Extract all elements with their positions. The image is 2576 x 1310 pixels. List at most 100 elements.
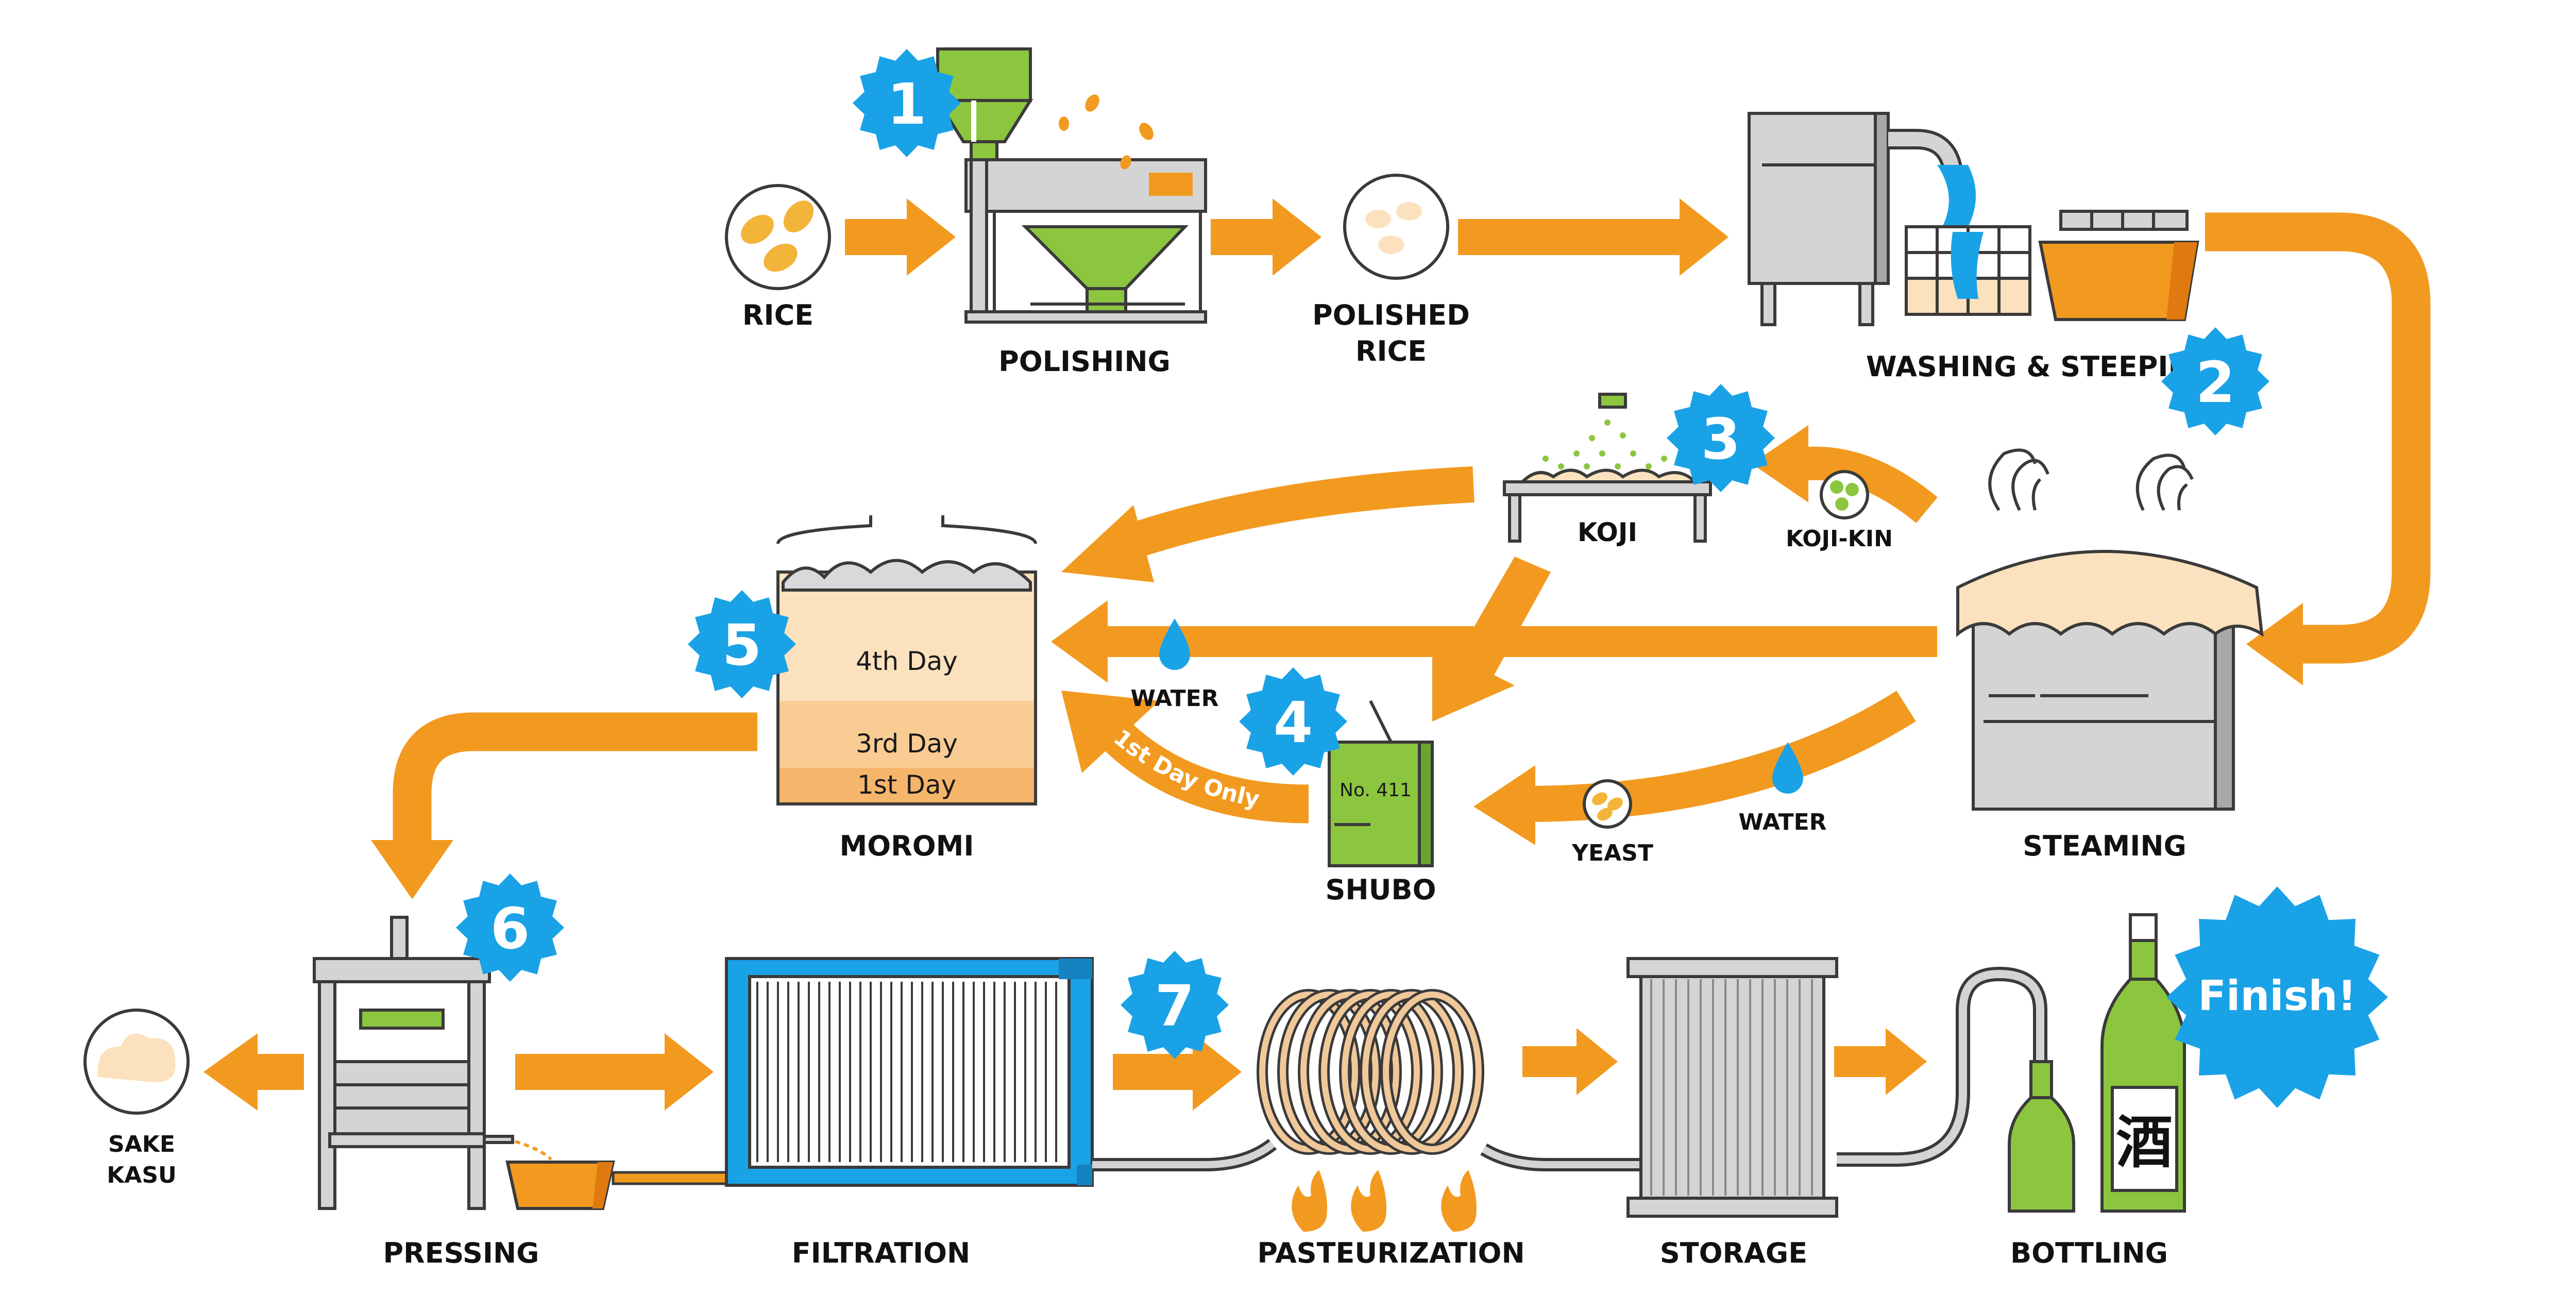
finish-label: Finish! bbox=[2198, 972, 2357, 1020]
step-badge-number: 4 bbox=[1274, 690, 1313, 755]
water-drop-icon bbox=[1772, 742, 1803, 794]
arrow-koji-to-moromi bbox=[1112, 466, 1475, 563]
badge-star-icon bbox=[2161, 327, 2269, 435]
step-label-filtration: FILTRATION bbox=[792, 1237, 971, 1269]
coil-loop bbox=[1259, 992, 1358, 1152]
arrow-shubo-to-moromi bbox=[1099, 718, 1309, 824]
step-badge-number: 7 bbox=[1155, 973, 1195, 1039]
water-drop-icon bbox=[1159, 618, 1190, 670]
polished-rice-label-2: RICE bbox=[1355, 335, 1427, 367]
rice-grains-icon bbox=[725, 184, 831, 290]
polished-rice-icon bbox=[1343, 174, 1449, 280]
sake-kasu-label-1: SAKE bbox=[108, 1131, 175, 1157]
arrow-steaming-to-shubo-head bbox=[1473, 765, 1535, 845]
coil-loop bbox=[1321, 992, 1420, 1152]
arrow-polishing-to-polished bbox=[1211, 198, 1321, 276]
step-badge-number: 3 bbox=[1701, 406, 1741, 472]
arrow-moromi-to-pressing bbox=[393, 712, 757, 845]
polishing-machine-icon bbox=[935, 47, 1207, 324]
step-badge-4: 4 bbox=[1239, 667, 1347, 776]
polished-rice-label-1: POLISHED bbox=[1312, 299, 1470, 331]
pasteurizer-coil-icon bbox=[1257, 989, 1484, 1155]
coil-loop bbox=[1383, 992, 1482, 1152]
moromi-day-4: 4th Day bbox=[856, 646, 958, 676]
arrow-pressing-to-kasu bbox=[204, 1033, 304, 1111]
moromi-day-1: 1st Day bbox=[857, 770, 956, 800]
step-badge-7: 7 bbox=[1121, 951, 1229, 1059]
moromi-tank-icon bbox=[776, 515, 1037, 805]
badge-star-icon bbox=[1667, 384, 1775, 492]
arrow-koji-to-shubo bbox=[1432, 557, 1551, 721]
moromi-day-3: 3rd Day bbox=[856, 729, 958, 759]
koji-tray-icon bbox=[1503, 393, 1712, 543]
step-badge-3: 3 bbox=[1667, 384, 1775, 492]
yeast-label: YEAST bbox=[1571, 840, 1653, 866]
step-label-washing: WASHING & STEEPING bbox=[1866, 350, 2214, 383]
arrow-shubo-to-moromi-head bbox=[1061, 691, 1159, 773]
arrow-koji-to-moromi-head bbox=[1061, 505, 1154, 582]
arrow-steaming-to-koji-head bbox=[1752, 425, 1808, 502]
badge-star-icon bbox=[1239, 667, 1347, 776]
bottling-label: BOTTLING bbox=[2010, 1237, 2168, 1269]
arrow-pasteurization-to-storage bbox=[1522, 1028, 1618, 1095]
badge-star-icon bbox=[853, 49, 961, 157]
flame-icon bbox=[1292, 1170, 1477, 1232]
koji-kin-spores-icon bbox=[1820, 470, 1869, 519]
sake-kasu-label-2: KASU bbox=[107, 1162, 177, 1188]
arrow-filtration-to-pasteurization bbox=[1113, 1033, 1242, 1111]
coil-loop bbox=[1300, 992, 1399, 1152]
water-label-shubo: WATER bbox=[1738, 809, 1826, 835]
step-badge-2: 2 bbox=[2161, 327, 2269, 435]
yeast-icon bbox=[1583, 779, 1632, 829]
flying-rice-grains bbox=[1059, 94, 1154, 170]
step-badge-6: 6 bbox=[456, 874, 564, 982]
badge-star-icon bbox=[688, 590, 796, 698]
arrow-steaming-to-koji bbox=[1802, 446, 1938, 524]
arrow-washing-to-steaming bbox=[2205, 212, 2431, 664]
step-badge-number: 2 bbox=[2196, 349, 2235, 415]
rice-label: RICE bbox=[742, 299, 814, 331]
bottle-kanji-label: 酒 bbox=[2116, 1109, 2173, 1175]
filter-press-icon bbox=[725, 957, 1094, 1187]
coil-loop bbox=[1362, 992, 1461, 1152]
water-label-moromi: WATER bbox=[1130, 685, 1218, 712]
arrow-moromi-to-pressing-head bbox=[371, 840, 453, 899]
coil-loop bbox=[1280, 992, 1379, 1152]
filter-slats bbox=[756, 982, 1057, 1162]
storage-tank-icon bbox=[1626, 957, 1838, 1218]
step-label-shubo: SHUBO bbox=[1326, 874, 1436, 906]
pasteurization-label: PASTEURIZATION bbox=[1257, 1237, 1524, 1269]
shubo-can-icon bbox=[1328, 700, 1434, 867]
step-label-pressing: PRESSING bbox=[383, 1237, 539, 1269]
arrow-steaming-to-shubo bbox=[1524, 691, 1916, 822]
sake-bottle-icon bbox=[2008, 913, 2186, 1213]
washing-tank-icon bbox=[1748, 112, 2199, 326]
step-badge-number: 6 bbox=[490, 896, 530, 962]
pipe-to-filtration bbox=[612, 1171, 728, 1185]
step-badge-number: 5 bbox=[722, 612, 762, 678]
koji-kin-label: KOJI-KIN bbox=[1786, 526, 1893, 552]
step-label-koji: KOJI bbox=[1578, 517, 1637, 547]
step-badge-5: 5 bbox=[688, 590, 796, 698]
steaming-vat-icon bbox=[1956, 448, 2264, 811]
arrow-pressing-to-filtration bbox=[515, 1033, 714, 1111]
arrow-rice-to-polishing bbox=[845, 198, 956, 276]
arrow-washing-to-steaming-head bbox=[2246, 603, 2303, 685]
step-label-polishing: POLISHING bbox=[998, 345, 1171, 378]
storage-label: STORAGE bbox=[1660, 1237, 1807, 1269]
finish-badge-icon bbox=[2166, 886, 2388, 1108]
steaming-label: STEAMING bbox=[2023, 830, 2187, 862]
badge-star-icon bbox=[1121, 951, 1229, 1059]
step-label-moromi: MOROMI bbox=[840, 830, 974, 862]
shubo-can-label: No. 411 bbox=[1340, 780, 1412, 801]
badge-star-icon bbox=[456, 874, 564, 982]
sake-kasu-icon bbox=[83, 1009, 190, 1115]
press-machine-icon bbox=[313, 916, 615, 1210]
coil-loop bbox=[1342, 992, 1440, 1152]
storage-slats bbox=[1650, 979, 1813, 1196]
arrow-polished-to-washing bbox=[1458, 198, 1728, 276]
arrow-storage-to-bottling bbox=[1834, 1028, 1927, 1095]
